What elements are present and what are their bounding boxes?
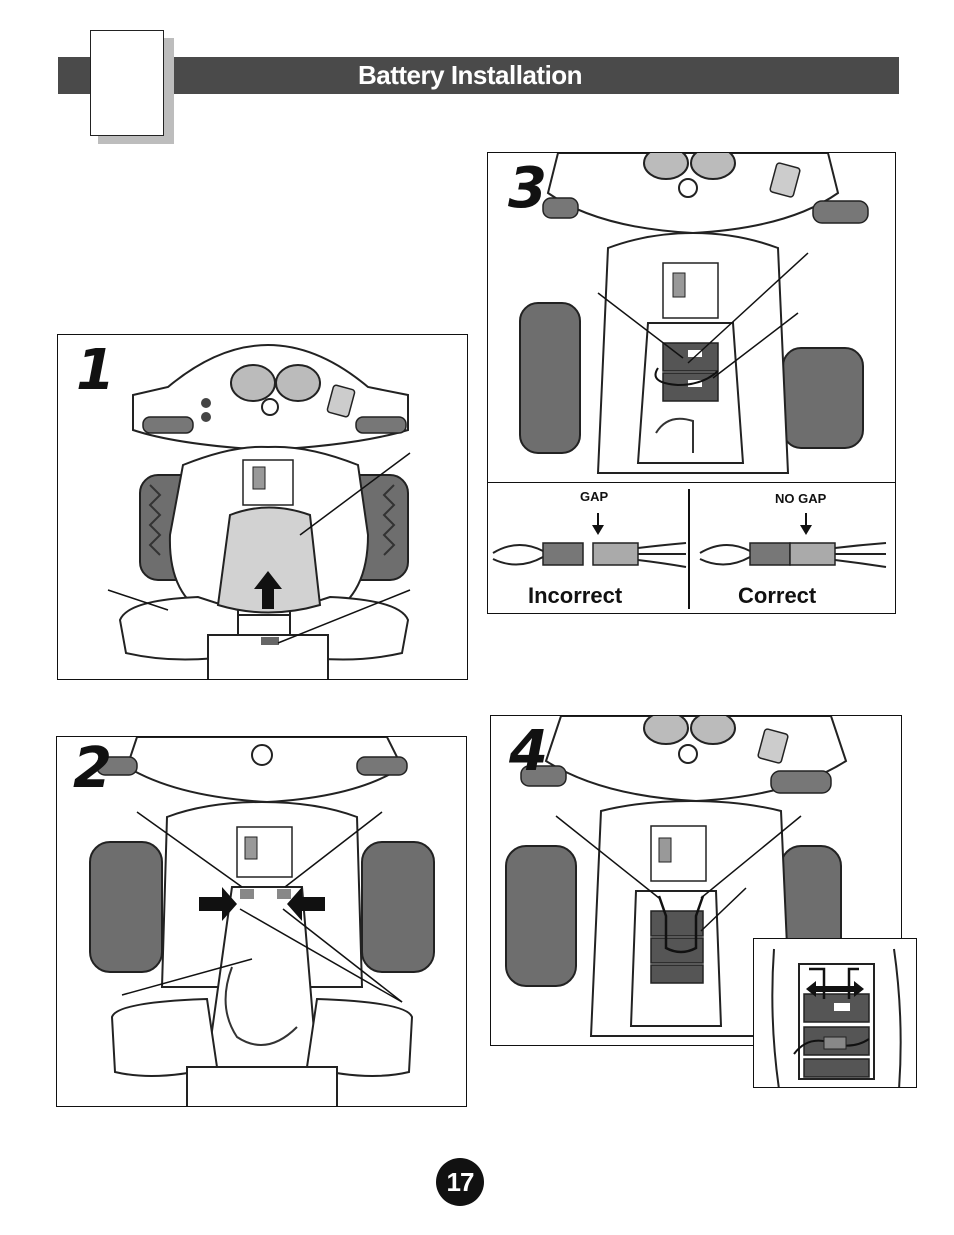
step-2-number: 2: [73, 736, 112, 801]
step-2-illustration: [89, 737, 435, 1106]
title-bar: [58, 57, 899, 94]
step-3-number: 3: [508, 156, 547, 221]
connector-illustration: [492, 513, 887, 568]
page-title: Battery Installation: [358, 60, 583, 90]
step-1-panel: 1: [57, 334, 468, 680]
correct-label: Correct: [738, 583, 817, 608]
step-1-illustration: [107, 343, 411, 679]
step-3-panel: 3: [487, 152, 896, 483]
step-1-number: 1: [76, 338, 115, 403]
step-4-number: 4: [509, 719, 548, 784]
step-4-inset-panel: [753, 938, 917, 1088]
gap-caption: GAP: [580, 489, 609, 504]
connector-divider: [688, 489, 690, 609]
no-gap-caption: NO GAP: [775, 491, 827, 506]
incorrect-label: Incorrect: [528, 583, 623, 608]
step-3-illustration: [519, 153, 869, 474]
step-2-panel: 2: [56, 736, 467, 1107]
step-4-inset-illustration: [771, 948, 902, 1087]
section-tab: [90, 30, 164, 136]
page-number: 17: [436, 1158, 484, 1206]
connector-detail-panel: GAP Incorrect NO GAP Correct: [487, 482, 896, 614]
